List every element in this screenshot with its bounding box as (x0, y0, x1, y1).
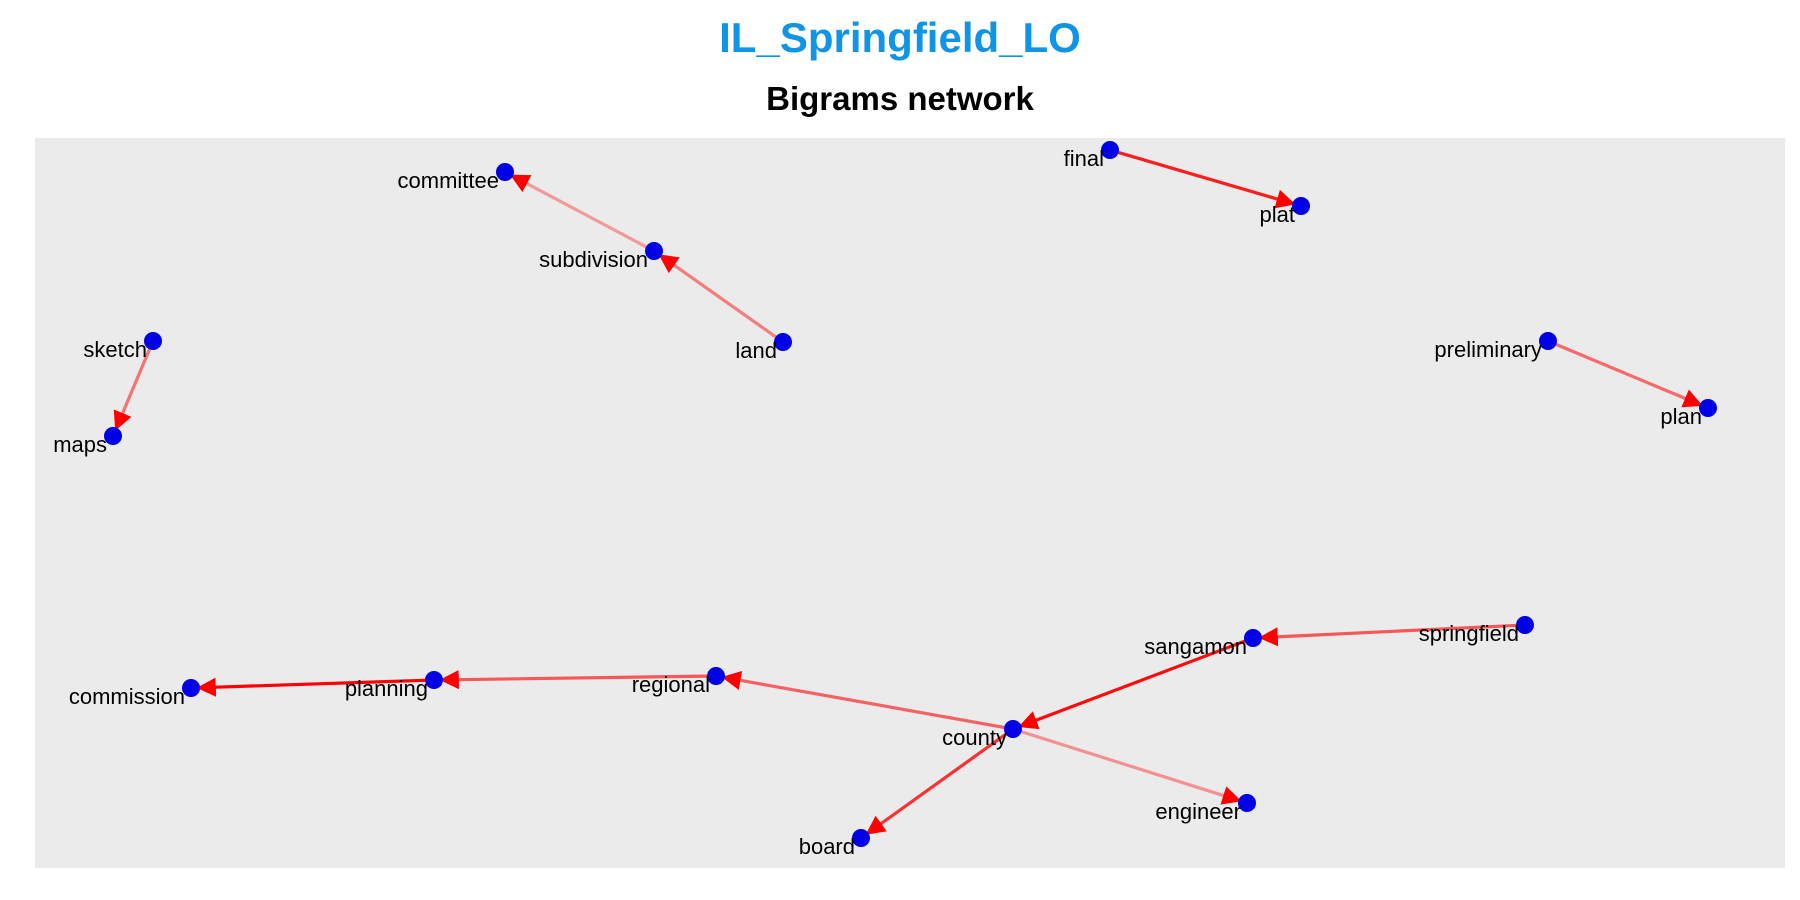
nodes-layer: committee subdivision land final plat sketch m… (53, 141, 1717, 859)
node-commission (182, 679, 200, 697)
node-subdivision (645, 242, 663, 260)
node-label-sangamon: sangamon (1144, 634, 1247, 659)
node-label-committee: committee (398, 168, 499, 193)
edge-springfield-sangamon (1258, 623, 1517, 647)
node-label-commission: commission (69, 684, 185, 709)
node-label-plan: plan (1660, 404, 1702, 429)
edge-sketch-maps (113, 348, 151, 431)
network-panel: committee subdivision land final plat sketch m… (35, 138, 1785, 868)
node-label-county: county (942, 725, 1007, 750)
edge-planning-commission (196, 677, 426, 697)
node-label-final: final (1064, 146, 1104, 171)
edge-county-board (865, 732, 1007, 835)
node-sangamon (1244, 629, 1262, 647)
edge-land-subdivision (658, 254, 777, 339)
node-regional (707, 667, 725, 685)
node-label-maps: maps (53, 432, 107, 457)
node-label-plat: plat (1260, 202, 1295, 227)
edge-sangamon-county (1018, 639, 1246, 730)
node-preliminary (1539, 332, 1557, 350)
node-maps (104, 427, 122, 445)
node-sketch (144, 332, 162, 350)
node-label-regional: regional (632, 672, 710, 697)
node-planning (425, 671, 443, 689)
node-committee (496, 163, 514, 181)
node-plan (1699, 399, 1717, 417)
node-label-engineer: engineer (1155, 799, 1241, 824)
node-springfield (1516, 616, 1534, 634)
node-plat (1292, 197, 1310, 215)
edges-layer (113, 150, 1703, 835)
edge-preliminary-plan (1555, 343, 1703, 408)
node-label-preliminary: preliminary (1434, 337, 1542, 362)
node-label-sketch: sketch (83, 337, 147, 362)
node-label-land: land (735, 338, 777, 363)
node-label-springfield: springfield (1419, 621, 1519, 646)
chart-title: IL_Springfield_LO (719, 14, 1081, 61)
edge-subdivision-committee (509, 174, 647, 249)
chart-subtitle: Bigrams network (766, 80, 1034, 117)
edge-county-regional (721, 670, 1005, 729)
edge-regional-planning (439, 670, 708, 690)
node-board (852, 829, 870, 847)
edge-county-engineer (1021, 730, 1242, 805)
node-final (1101, 141, 1119, 159)
edge-final-plat (1118, 150, 1296, 209)
node-label-subdivision: subdivision (539, 247, 648, 272)
node-engineer (1238, 794, 1256, 812)
node-label-planning: planning (345, 676, 428, 701)
panel-background (35, 138, 1785, 868)
node-land (774, 333, 792, 351)
node-county (1004, 720, 1022, 738)
node-label-board: board (799, 834, 855, 859)
